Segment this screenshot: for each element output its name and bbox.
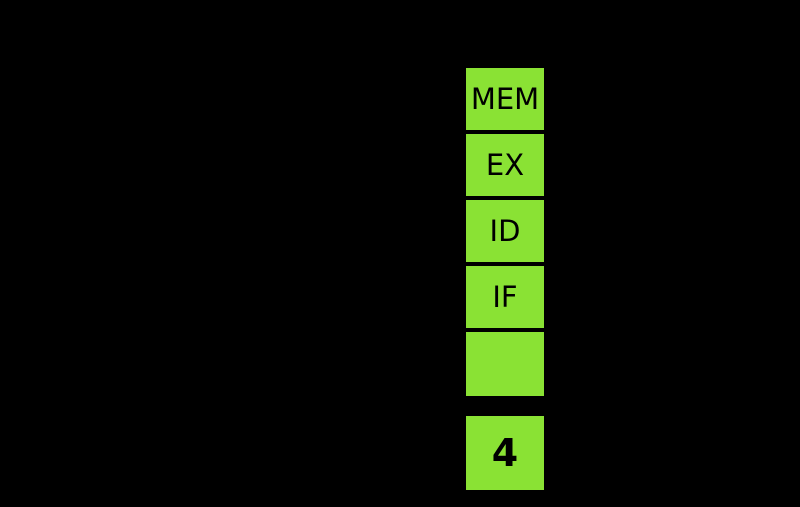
constant-4-label: 4 bbox=[491, 431, 519, 475]
stage-box-if: IF bbox=[464, 264, 546, 330]
stage-label-ex: EX bbox=[485, 147, 525, 182]
stage-label-id: ID bbox=[489, 213, 521, 248]
pipeline-stage-column: MEM EX ID IF bbox=[464, 66, 546, 398]
stage-label-if: IF bbox=[492, 279, 518, 314]
stage-box-mem: MEM bbox=[464, 66, 546, 132]
constant-4-box: 4 bbox=[464, 414, 546, 492]
stage-box-id: ID bbox=[464, 198, 546, 264]
stage-box-ex: EX bbox=[464, 132, 546, 198]
stage-label-mem: MEM bbox=[470, 81, 540, 116]
stage-box-empty bbox=[464, 330, 546, 398]
